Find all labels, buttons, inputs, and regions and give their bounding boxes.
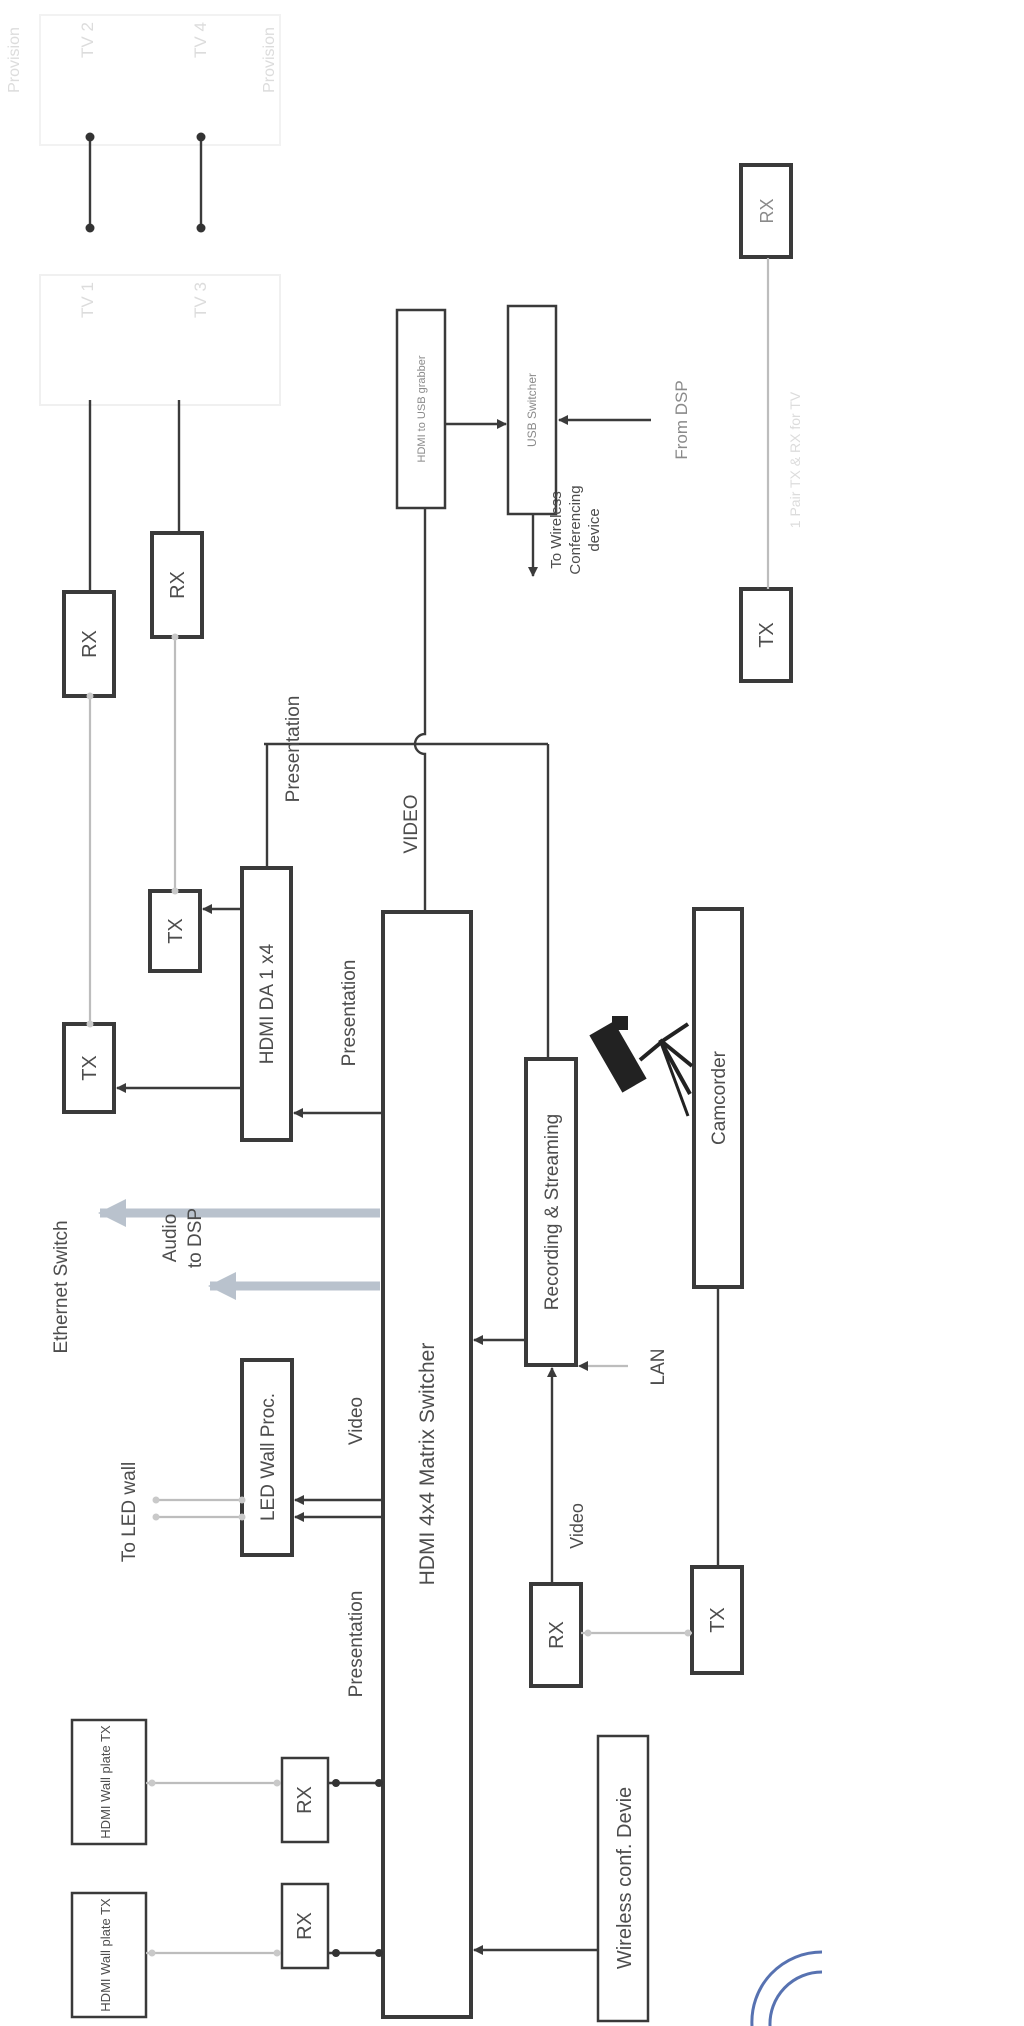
recording-streaming: Recording & Streaming bbox=[524, 1057, 578, 1367]
text-labels: Presentation Video To LED wall Audio to … bbox=[6, 22, 803, 1697]
presentation-label-1: Presentation bbox=[346, 1591, 367, 1698]
led-wall-proc-label: LED Wall Proc. bbox=[258, 1393, 279, 1521]
rx-wall-2: RX bbox=[280, 1756, 330, 1844]
rx-tv1: RX bbox=[62, 590, 116, 698]
tx-left: TX bbox=[62, 1022, 116, 1114]
usb-switcher-label: USB Switcher bbox=[525, 373, 539, 447]
junction-dots bbox=[85, 132, 692, 1957]
matrix-switcher-label: HDMI 4x4 Matrix Switcher bbox=[416, 1343, 439, 1586]
tv2-label: TV 2 bbox=[78, 22, 97, 58]
rx-tv1-label: RX bbox=[79, 630, 101, 658]
wireless-conf-label: Wireless conf. Devie bbox=[614, 1787, 636, 1969]
rx-wall-1-label: RX bbox=[294, 1912, 316, 1940]
tx-cam: TX bbox=[690, 1565, 744, 1675]
wireless-conf-device: Wireless conf. Devie bbox=[596, 1734, 650, 2023]
hdmi-da-1x4: HDMI DA 1 x4 bbox=[240, 866, 293, 1142]
connections bbox=[88, 137, 770, 1955]
tx-left-label: TX bbox=[79, 1055, 101, 1081]
rx-pair-label: RX bbox=[757, 198, 777, 223]
video-main-label: VIDEO bbox=[401, 794, 422, 853]
audio-dsp-line-2: to DSP bbox=[185, 1208, 206, 1268]
to-wireless-line-2: Conferencing bbox=[567, 485, 584, 574]
ethernet-switch-label: Ethernet Switch bbox=[51, 1220, 72, 1353]
wall-plate-tx-1: HDMI Wall plate TX bbox=[70, 1891, 148, 2019]
video-label-2: Video bbox=[567, 1503, 587, 1549]
hdmi-da-label: HDMI DA 1 x4 bbox=[257, 943, 278, 1064]
rx-cam: RX bbox=[529, 1582, 583, 1688]
video-label-1: Video bbox=[346, 1397, 367, 1445]
provision-label-1: Provision bbox=[6, 27, 23, 93]
hdmi-usb-grabber: HDMI to USB grabber bbox=[395, 308, 447, 510]
usb-switcher: USB Switcher bbox=[506, 304, 558, 516]
rx-tv3: RX bbox=[150, 531, 204, 639]
recording-streaming-label: Recording & Streaming bbox=[542, 1114, 563, 1310]
tx-mid: TX bbox=[148, 889, 202, 973]
rx-cam-label: RX bbox=[546, 1621, 568, 1649]
presentation-label-2: Presentation bbox=[339, 960, 360, 1067]
wall-plate-tx-2-label: HDMI Wall plate TX bbox=[98, 1725, 113, 1839]
tv-outlines bbox=[39, 14, 281, 406]
tv1-label: TV 1 bbox=[78, 282, 97, 318]
to-wireless-line-3: device bbox=[586, 508, 603, 551]
camcorder-label: Camcorder bbox=[709, 1050, 730, 1145]
tv3-label: TV 3 bbox=[191, 282, 210, 318]
rx-tv3-label: RX bbox=[167, 571, 189, 599]
tx-pair: TX bbox=[739, 587, 793, 683]
lan-label: LAN bbox=[648, 1349, 669, 1386]
tx-pair-label: TX bbox=[756, 622, 778, 648]
pair-note-label: 1 Pair TX & RX for TV bbox=[787, 391, 803, 528]
from-dsp-label: From DSP bbox=[672, 380, 691, 459]
wall-plate-tx-2: HDMI Wall plate TX bbox=[70, 1718, 148, 1846]
tv4-label: TV 4 bbox=[191, 22, 210, 58]
rx-wall-1: RX bbox=[280, 1882, 330, 1970]
to-led-wall-label: To LED wall bbox=[119, 1462, 140, 1562]
presentation-label-3: Presentation bbox=[283, 696, 304, 803]
audio-dsp-line-1: Audio bbox=[160, 1214, 181, 1263]
wall-plate-tx-1-label: HDMI Wall plate TX bbox=[98, 1898, 113, 2012]
rx-pair: RX bbox=[739, 163, 793, 259]
stamp-seal bbox=[750, 1950, 823, 2026]
camcorder: Camcorder bbox=[692, 907, 744, 1289]
matrix-switcher: HDMI 4x4 Matrix Switcher bbox=[381, 910, 473, 2019]
rx-wall-2-label: RX bbox=[294, 1786, 316, 1814]
camera-tripod-icon bbox=[589, 1016, 694, 1117]
provision-label-2: Provision bbox=[261, 27, 278, 93]
tx-cam-label: TX bbox=[707, 1607, 729, 1633]
tx-mid-label: TX bbox=[165, 918, 187, 944]
to-wireless-line-1: To Wireless bbox=[548, 491, 565, 569]
hdmi-usb-grabber-label: HDMI to USB grabber bbox=[416, 355, 428, 462]
led-wall-processor: LED Wall Proc. bbox=[240, 1358, 294, 1557]
